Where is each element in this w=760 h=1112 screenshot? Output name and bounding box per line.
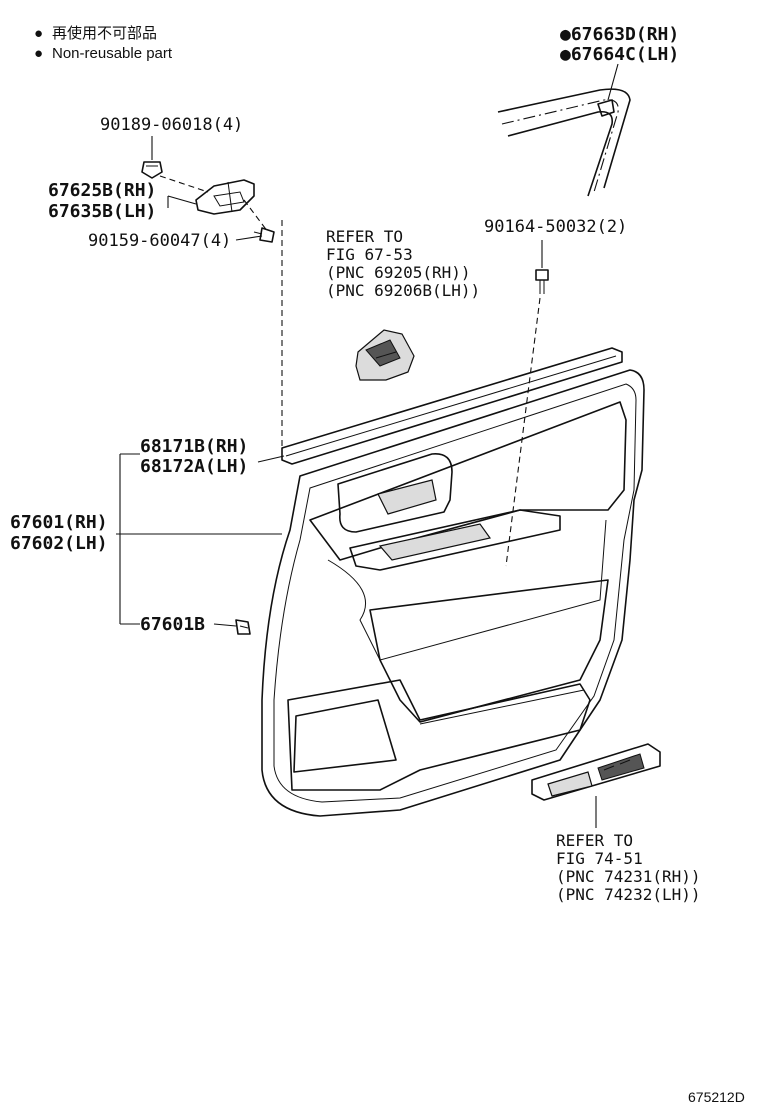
ref-switch-line-2: FIG 74-51 [556, 849, 643, 868]
ref-handle-line-4: (PNC 69206B(LH)) [326, 281, 480, 300]
callout-weatherstrip-rh: ●67663D(RH) [560, 24, 679, 45]
legend-text-en: Non-reusable part [52, 45, 173, 62]
ref-switch-line-3: (PNC 74231(RH)) [556, 867, 701, 886]
legend-bullet-1: ● [34, 25, 43, 42]
inner-handle-part [355, 329, 415, 381]
legend: ● 再使用不可部品 ● Non-reusable part [34, 25, 173, 62]
ref-switch-line-4: (PNC 74232(LH)) [556, 885, 701, 904]
clip-90189-part [141, 161, 163, 179]
legend-bullet-2: ● [34, 45, 43, 62]
ref-switch-line-1: REFER TO [556, 831, 633, 850]
door-frame-weatherstrip [497, 63, 631, 197]
power-window-switch-part [531, 743, 661, 801]
figure-id: 675212D [688, 1089, 745, 1105]
callout-trim-lh: 67602(LH) [10, 533, 108, 554]
callout-trim-rh: 67601(RH) [10, 512, 108, 533]
bolt-90159-part [253, 227, 275, 243]
ref-handle-line-2: FIG 67-53 [326, 245, 413, 264]
callout-bolt-90159: 90159-60047(4) [88, 231, 231, 251]
door-trim-board-part [261, 369, 645, 817]
clip-67601b-part [235, 619, 251, 635]
callout-belt-lh: 68172A(LH) [140, 456, 248, 477]
callout-weatherstrip-lh: ●67664C(LH) [560, 44, 679, 65]
screw-90164-part [535, 269, 549, 294]
callout-clip-67601b: 67601B [140, 614, 205, 635]
callout-bracket-rh: 67625B(RH) [48, 180, 156, 201]
belt-moulding-part [281, 347, 623, 465]
ref-handle-line-3: (PNC 69205(RH)) [326, 263, 471, 282]
callout-bracket-lh: 67635B(LH) [48, 201, 156, 222]
callout-belt-rh: 68171B(RH) [140, 436, 248, 457]
callout-clip-90189: 90189-06018(4) [100, 115, 243, 135]
legend-text-jp: 再使用不可部品 [52, 25, 157, 42]
ref-handle-line-1: REFER TO [326, 227, 403, 246]
callout-screw-90164: 90164-50032(2) [484, 217, 627, 237]
bracket-part [195, 179, 255, 215]
